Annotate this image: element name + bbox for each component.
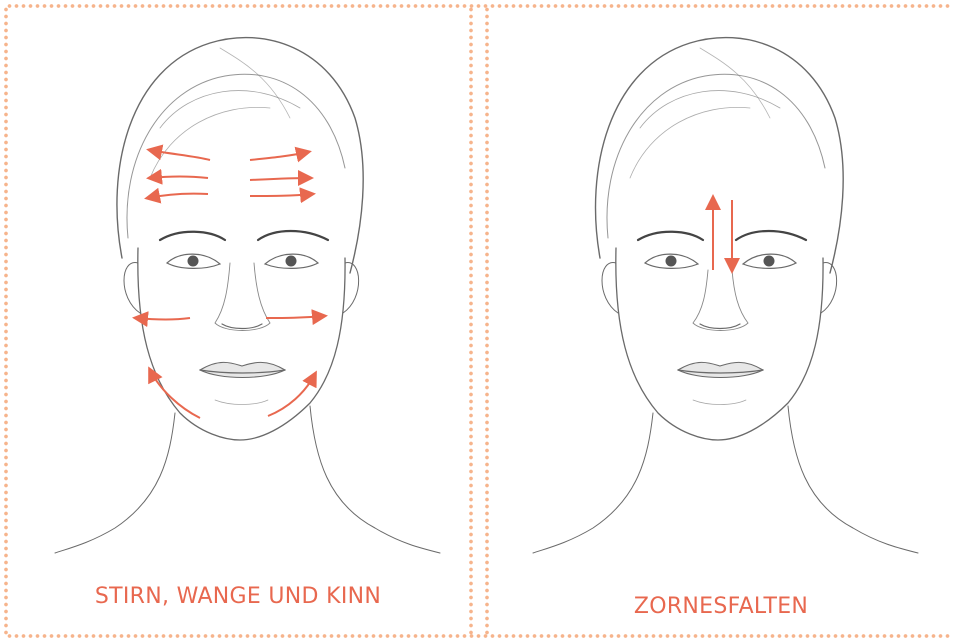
massage-arrows	[713, 198, 732, 270]
caption-left: STIRN, WANGE UND KINN	[10, 584, 466, 609]
panel-frown-lines: ZORNESFALTEN	[492, 8, 950, 636]
panel-forehead-cheek-chin: STIRN, WANGE UND KINN	[10, 8, 466, 636]
massage-arrows	[136, 150, 324, 418]
face-sketch	[55, 38, 440, 553]
center-dotted-divider	[468, 6, 474, 636]
left-dotted-border	[3, 6, 9, 636]
face-illustration-left	[10, 8, 466, 636]
caption-right: ZORNESFALTEN	[492, 594, 950, 619]
face-sketch	[533, 38, 918, 553]
center-dotted-divider-2	[484, 6, 490, 636]
face-illustration-right	[492, 8, 950, 636]
